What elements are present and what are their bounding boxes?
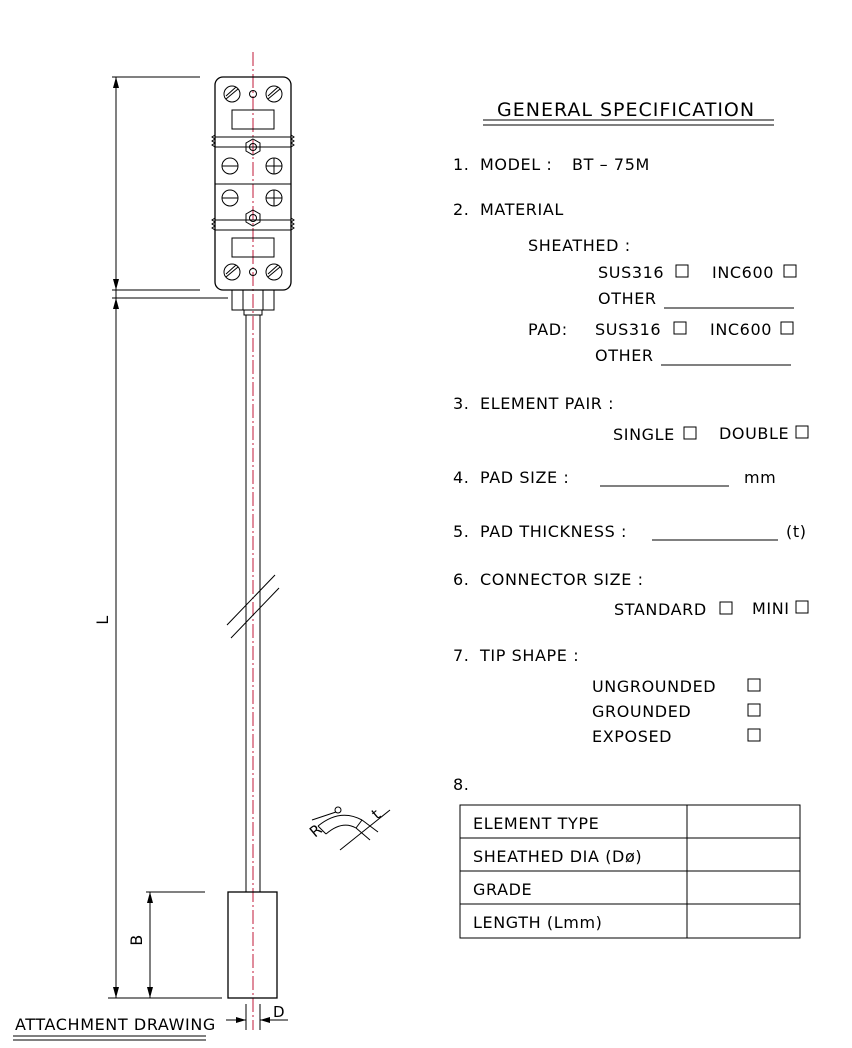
checkbox-pad-sus316[interactable] <box>673 321 687 335</box>
screw-icon <box>265 263 283 281</box>
pad-label: PAD: <box>528 320 568 339</box>
checkbox-exposed[interactable] <box>747 728 761 742</box>
table-value-cell[interactable] <box>688 905 799 937</box>
item-2-label: MATERIAL <box>480 200 564 219</box>
checkbox-sheathed-inc600[interactable] <box>783 264 797 278</box>
drawing-caption: ATTACHMENT DRAWING <box>15 1015 216 1034</box>
dim-B-label: B <box>127 934 146 946</box>
pad <box>227 891 278 999</box>
item-8-number: 8. <box>453 775 469 794</box>
item-1-label: MODEL : <box>480 155 552 174</box>
screw-icon <box>223 263 241 281</box>
table-row-label: LENGTH (Lmm) <box>473 913 602 932</box>
item-6-number: 6. <box>453 570 469 589</box>
spec-table: ELEMENT TYPE SHEATHED DIA (Dø) GRADE LEN… <box>459 804 801 939</box>
item-5-label: PAD THICKNESS : <box>480 522 627 541</box>
pad-thickness-unit: (t) <box>786 522 807 541</box>
checkbox-standard[interactable] <box>719 601 733 615</box>
dim-R-label: R <box>306 820 326 841</box>
screw-icon <box>223 85 241 103</box>
bend-detail: R t <box>306 805 391 851</box>
item-7-number: 7. <box>453 646 469 665</box>
connector-mini: MINI <box>752 599 790 618</box>
pad-opt-sus316: SUS316 <box>595 320 661 339</box>
dimension-L: L <box>93 76 228 999</box>
dim-D-label: D <box>273 1003 285 1021</box>
table-value-cell[interactable] <box>688 806 799 837</box>
pad-size-unit: mm <box>744 468 776 487</box>
checkbox-single[interactable] <box>683 426 697 440</box>
checkbox-mini[interactable] <box>795 600 809 614</box>
connector <box>211 76 295 316</box>
screw-icon <box>265 85 283 103</box>
sheath <box>226 315 280 892</box>
dim-t-label: t <box>368 805 385 823</box>
model-value: BT – 75M <box>572 155 650 174</box>
tip-exposed: EXPOSED <box>592 727 672 746</box>
table-value-cell[interactable] <box>688 839 799 870</box>
checkbox-double[interactable] <box>795 425 809 439</box>
specification: GENERAL SPECIFICATION 1. MODEL : BT – 75… <box>453 99 809 939</box>
sheathed-opt-sus316: SUS316 <box>598 263 664 282</box>
page-title: GENERAL SPECIFICATION <box>497 99 755 121</box>
item-5-number: 5. <box>453 522 469 541</box>
attachment-drawing: L B D ATTACHMENT DRAWING <box>13 52 391 1041</box>
dim-L-label: L <box>93 615 112 625</box>
table-row-label: ELEMENT TYPE <box>473 814 599 833</box>
checkbox-grounded[interactable] <box>747 703 761 717</box>
label-window <box>231 109 275 130</box>
item-3-label: ELEMENT PAIR : <box>480 394 614 413</box>
element-pair-double: DOUBLE <box>719 424 789 443</box>
item-6-label: CONNECTOR SIZE : <box>480 570 644 589</box>
element-pair-single: SINGLE <box>613 425 675 444</box>
dimension-D: D <box>226 1003 288 1030</box>
dimension-B: B <box>127 891 205 998</box>
item-2-number: 2. <box>453 200 469 219</box>
pad-opt-inc600: INC600 <box>710 320 772 339</box>
sheathed-opt-inc600: INC600 <box>712 263 774 282</box>
connector-standard: STANDARD <box>614 600 707 619</box>
checkbox-ungrounded[interactable] <box>747 678 761 692</box>
checkbox-pad-inc600[interactable] <box>780 321 794 335</box>
tip-grounded: GROUNDED <box>592 702 691 721</box>
item-3-number: 3. <box>453 394 469 413</box>
item-1-number: 1. <box>453 155 469 174</box>
pad-other-label: OTHER <box>595 346 654 365</box>
table-value-cell[interactable] <box>688 872 799 903</box>
checkbox-sheathed-sus316[interactable] <box>675 264 689 278</box>
item-4-number: 4. <box>453 468 469 487</box>
item-4-label: PAD SIZE : <box>480 468 569 487</box>
table-row-label: SHEATHED DIA (Dø) <box>473 847 642 866</box>
tip-ungrounded: UNGROUNDED <box>592 677 716 696</box>
sheathed-other-label: OTHER <box>598 289 657 308</box>
nut-icon <box>245 138 261 156</box>
sheathed-label: SHEATHED : <box>528 236 631 255</box>
item-7-label: TIP SHAPE : <box>479 646 579 665</box>
table-row-label: GRADE <box>473 880 532 899</box>
